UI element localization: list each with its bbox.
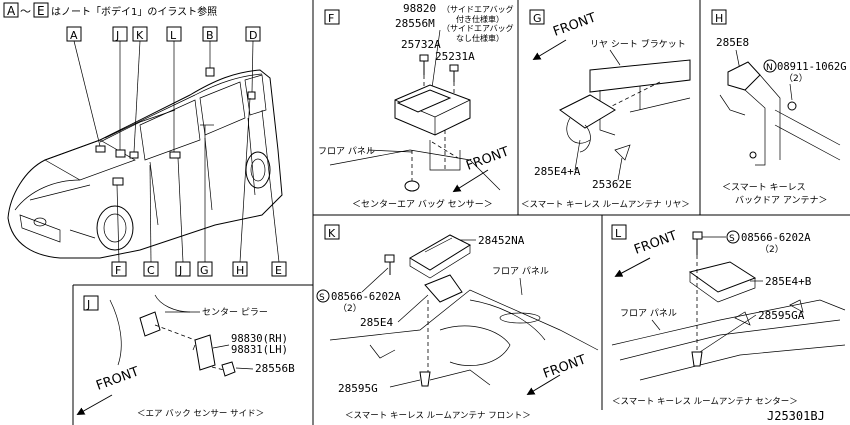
l-part-symbol: S (729, 234, 735, 244)
header-note-text: はノート「ボデイ1」のイラスト参照 (51, 5, 217, 18)
panel-frame (72, 0, 850, 425)
j-part-98831: 98831(LH) (231, 344, 288, 356)
panel-j-id: J (86, 298, 90, 311)
f-floor-label: フロア パネル (318, 146, 375, 157)
panel-h-id: H (715, 12, 723, 25)
range-sep: ～ (20, 5, 31, 18)
panel-f-id: F (328, 12, 334, 25)
k-part-28595g: 28595G (338, 382, 378, 395)
callout-g-bottom: G (200, 264, 209, 277)
f-part-28556m-note: （サイドエアバッグ (442, 23, 514, 33)
k-part-symbol: S (319, 293, 325, 303)
j-part-28556b: 28556B (255, 362, 295, 375)
panel-l-id: L (615, 227, 622, 240)
h-caption-line1: ＜スマート キーレス (722, 183, 806, 193)
callout-c-bottom: C (147, 264, 155, 277)
panel-g-id: G (533, 12, 542, 25)
h-caption-line2: バックドア アンテナ＞ (735, 195, 828, 206)
l-part-08566: 08566-6202A (741, 232, 811, 244)
k-floor-label: フロア パネル (492, 266, 549, 277)
callout-d-top: D (249, 29, 257, 42)
car-illustration (7, 67, 283, 259)
h-part-08911-qty: （2） (784, 73, 808, 84)
f-part-28556m: 28556M (395, 17, 435, 30)
l-part-285e4b: 285E4+B (765, 275, 812, 288)
l-front-label: FRONT (632, 228, 679, 257)
diagram-code: J25301BJ (767, 409, 825, 423)
l-part-08566-qty: （2） (760, 244, 784, 255)
k-part-08566-qty: （2） (338, 303, 362, 314)
car-callouts-bottom: F C J G H E (111, 97, 287, 277)
f-front-label: FRONT (464, 144, 511, 173)
panel-k: K 28452NA フロア パネル S 08566-6202A （2） 285E… (316, 224, 599, 421)
callout-k-top: K (136, 29, 144, 42)
callout-a: A (70, 29, 78, 42)
g-caption: ＜スマート キーレス ルームアンテナ リヤ＞ (521, 200, 690, 210)
f-part-25231a: 25231A (435, 50, 475, 63)
panel-g: G FRONT リヤ シート ブラケット 285E4+A 25362E ＜スマー… (521, 9, 691, 210)
j-caption: ＜エア バック センサー サイド＞ (137, 409, 264, 419)
h-part-symbol: N (766, 63, 773, 73)
panel-h: H 285E8 N 08911-1062G （2） ＜スマート キーレス バック… (711, 9, 847, 206)
f-part-28556m-note2: なし仕様車） (456, 33, 504, 43)
f-part-98820-note2: 付き仕様車） (456, 14, 504, 24)
g-part-285e4a: 285E4+A (534, 165, 581, 178)
panel-l: L S 08566-6202A （2） FRONT 285E4+B フロア パネ… (611, 224, 846, 407)
panel-j: J センター ピラー 98830(RH) 98831(LH) 28556B FR… (76, 294, 295, 419)
f-part-25732a: 25732A (401, 38, 441, 51)
g-part-25362e: 25362E (592, 178, 632, 191)
j-front-label: FRONT (94, 364, 141, 393)
header-note: A ～ E はノート「ボデイ1」のイラスト参照 (3, 2, 217, 18)
k-caption: ＜スマート キーレス ルームアンテナ フロント＞ (345, 411, 531, 421)
l-part-28595ga: 28595GA (758, 309, 805, 322)
callout-l-top: L (170, 29, 177, 42)
l-caption: ＜スマート キーレス ルームアンテナ センター＞ (612, 397, 798, 407)
f-part-98820-note: （サイドエアバッグ (442, 4, 514, 14)
f-caption: ＜センターエア バッグ センサー＞ (352, 198, 493, 210)
k-front-label: FRONT (541, 352, 588, 381)
h-part-285e8: 285E8 (716, 36, 749, 49)
callout-j-top: J (115, 29, 119, 42)
l-floor-label: フロア パネル (620, 308, 677, 319)
k-part-285e4: 285E4 (360, 316, 393, 329)
k-part-28452na: 28452NA (478, 234, 525, 247)
range-to-label: E (37, 4, 45, 18)
k-part-08566: 08566-6202A (331, 291, 401, 303)
callout-b-top: B (206, 29, 214, 42)
h-part-08911: 08911-1062G (777, 61, 847, 73)
j-part-98830: 98830(RH) (231, 333, 288, 345)
g-bracket-label: リヤ シート ブラケット (590, 38, 686, 50)
g-front-label: FRONT (551, 10, 598, 39)
j-pillar-label: センター ピラー (202, 307, 268, 318)
f-part-98820: 98820 (403, 2, 436, 15)
callout-j-bottom: J (178, 264, 182, 277)
callout-e-bottom: E (275, 264, 282, 277)
panel-k-id: K (328, 227, 336, 240)
panel-f: F 98820 （サイドエアバッグ 付き仕様車） 28556M （サイドエアバッ… (318, 2, 514, 210)
car-callouts-top: A J K L B D (66, 26, 261, 153)
callout-h-bottom: H (236, 264, 244, 277)
callout-f-bottom: F (115, 264, 121, 277)
range-from-label: A (7, 4, 16, 18)
